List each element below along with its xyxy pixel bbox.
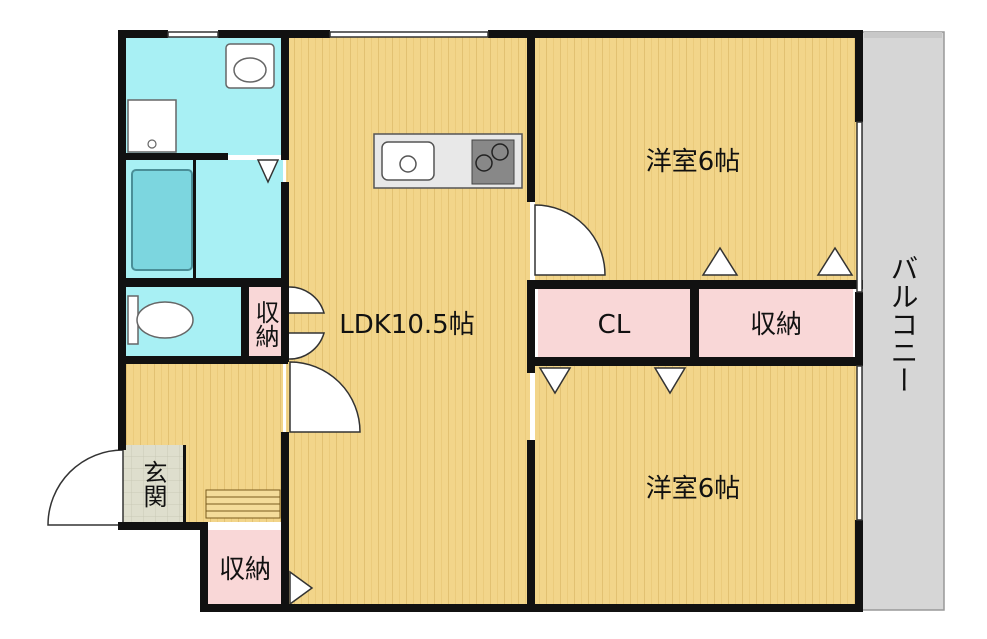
window-top-wash (167, 31, 219, 38)
bath-door-fold (256, 159, 280, 184)
ldk-floor (286, 37, 530, 608)
label-storage-bottom: 収納 (219, 555, 271, 585)
label-western-room-2: 洋室6帖 (646, 474, 741, 504)
label-entrance: 玄関 (139, 460, 167, 508)
door-storage-small-swing-b (287, 332, 325, 360)
door-room1-swing (534, 204, 606, 276)
label-storage-small: 収納 (251, 300, 279, 348)
ih-stove (471, 139, 515, 185)
label-western-room-1: 洋室6帖 (646, 147, 741, 177)
window-top-ldk (329, 31, 489, 38)
window-room2 (856, 365, 863, 521)
cl-fold-a (538, 367, 572, 395)
kitchen-sink (381, 141, 435, 181)
cl-floor (538, 289, 691, 357)
toilet-bowl (127, 295, 194, 345)
label-closet-cl: CL (598, 310, 631, 340)
western-room-2-floor (535, 362, 857, 608)
label-ldk: LDK10.5帖 (339, 310, 474, 340)
storage-bottom-floor (205, 530, 285, 608)
walls (118, 30, 863, 612)
entrance-floor (123, 445, 183, 523)
storage-small-floor (248, 287, 282, 359)
door-storage-small-swing-a (287, 286, 325, 314)
label-balcony: バルコニー (887, 254, 920, 394)
window-room1 (856, 121, 863, 293)
storage-top-fold-a (701, 246, 739, 276)
bathtub (131, 169, 193, 271)
storage-top-fold-b (816, 246, 854, 276)
storage-bottom-fold (289, 570, 314, 606)
door-ldk-swing (289, 361, 361, 433)
cl-fold-b (653, 367, 687, 395)
entry-step (205, 489, 281, 519)
balcony-area (861, 31, 945, 611)
door-entrance-swing (47, 449, 124, 526)
storage-top-floor (698, 289, 853, 357)
washer-pan (127, 99, 177, 153)
label-storage-top: 収納 (750, 310, 802, 340)
